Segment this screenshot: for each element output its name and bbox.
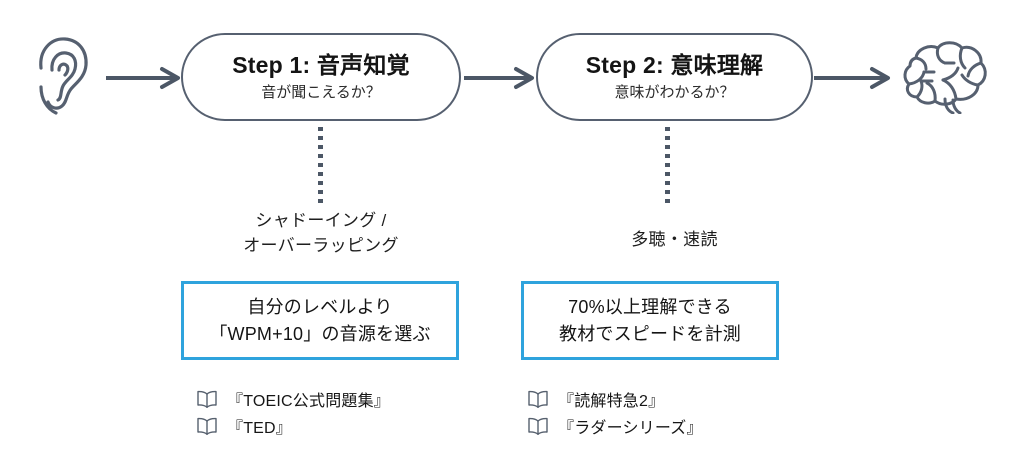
arrow-ear-to-step1 [104,66,188,90]
step-1-book-list: 『TOEIC公式問題集』 『TED』 [196,385,390,439]
step-1-method: シャドーイング / オーバーラッピング [181,209,461,258]
book-label: 『読解特急2』 [558,392,665,410]
list-item: 『読解特急2』 [527,385,703,412]
step-1-action-line-2: 「WPM+10」の音源を選ぶ [209,323,431,344]
book-label: 『ラダーシリーズ』 [558,419,703,437]
dotted-connector-step2 [665,127,670,207]
step-1-subtitle: 音が聞こえるか？ [261,84,381,102]
step-1-title: Step 1: 音声知覚 [232,52,410,79]
step-1-action-box: 自分のレベルより 「WPM+10」の音源を選ぶ [181,281,459,360]
book-icon [196,417,218,435]
arrow-step1-to-step2 [462,66,542,90]
step-2-pill: Step 2: 意味理解 意味がわかるか？ [536,33,813,121]
step-2-method-line-1: 多聴・速読 [631,230,718,249]
dotted-connector-step1 [318,127,323,207]
step-1-method-line-2: オーバーラッピング [243,235,399,255]
list-item: 『ラダーシリーズ』 [527,412,703,439]
step-2-book-list: 『読解特急2』 『ラダーシリーズ』 [527,385,703,439]
list-item: 『TOEIC公式問題集』 [196,385,390,412]
step-1-pill: Step 1: 音声知覚 音が聞こえるか？ [181,33,461,121]
list-item: 『TED』 [196,412,390,439]
book-label: 『TED』 [227,419,293,437]
step-1-method-line-1: シャドーイング / [255,211,387,230]
step-2-action-box: 70%以上理解できる 教材でスピードを計測 [521,281,779,360]
book-icon [196,390,218,408]
step-2-action-line-2: 教材でスピードを計測 [559,323,741,344]
book-label: 『TOEIC公式問題集』 [227,392,391,410]
book-icon [527,417,549,435]
step-2-title: Step 2: 意味理解 [585,52,764,79]
brain-icon [898,36,1002,114]
step-2-action-line-1: 70%以上理解できる [568,296,732,317]
ear-icon [24,32,96,116]
step-2-subtitle: 意味がわかるか？ [614,84,735,102]
arrow-step2-to-brain [812,66,898,90]
step-1-action-line-1: 自分のレベルより [247,296,393,317]
book-icon [527,390,549,408]
step-2-method: 多聴・速読 [536,228,813,253]
